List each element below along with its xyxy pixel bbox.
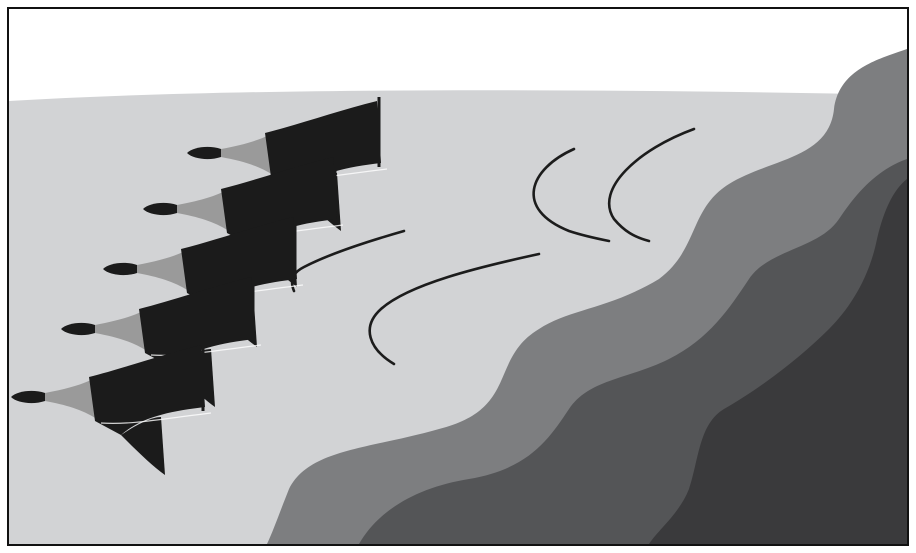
fishing-nets-illustration — [9, 9, 907, 544]
illustration-frame — [7, 7, 909, 546]
